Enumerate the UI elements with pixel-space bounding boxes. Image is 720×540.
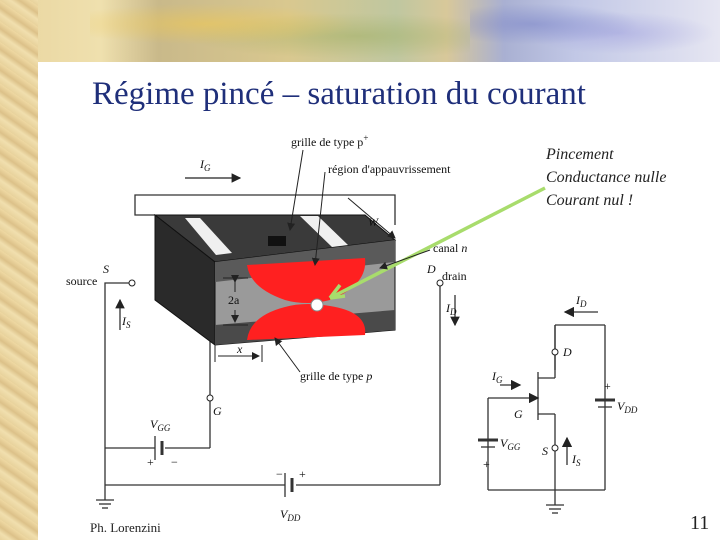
schematic-ground: [546, 504, 564, 514]
label-canal: canal n: [433, 241, 467, 255]
label-id: ID: [445, 301, 457, 317]
schematic-labels: D G S ID IG IS VGG VDD + +: [483, 293, 638, 471]
label-drain: drain: [442, 269, 467, 283]
label-g: G: [213, 404, 222, 418]
callout-arrow: [328, 186, 546, 300]
svg-text:IG: IG: [491, 369, 503, 385]
schematic-symbol: [487, 306, 606, 505]
label-vdd-plus: +: [299, 467, 306, 481]
note-line-courant: Courant nul !: [546, 192, 634, 209]
leader-lines: [274, 149, 431, 373]
svg-text:+: +: [483, 457, 490, 471]
label-vgg-plus: +: [147, 455, 154, 469]
note-line-pincement: Pincement: [546, 146, 614, 163]
dimension-2a: [223, 275, 248, 326]
schematic-battery-vgg: [478, 438, 498, 448]
current-arrows: [115, 173, 460, 330]
label-vdd: VDD: [280, 507, 301, 523]
battery-vgg: [154, 436, 164, 460]
battery-vdd: [284, 473, 294, 497]
svg-text:+: +: [604, 379, 611, 393]
label-vgg-minus: −: [171, 455, 178, 469]
svg-text:D: D: [562, 345, 572, 359]
label-vdd-minus: −: [276, 467, 283, 481]
decorative-left-band: [0, 0, 38, 540]
svg-text:S: S: [542, 444, 548, 458]
label-region: région d'appauvrissement: [328, 162, 451, 176]
schematic-terminals: [551, 348, 559, 452]
diagram-labels: grille de type p+ région d'appauvrisseme…: [66, 133, 467, 523]
label-is: IS: [121, 314, 131, 330]
terminals: [128, 279, 444, 402]
decorative-leaves: [90, 0, 470, 60]
slide-title: Régime pincé – saturation du courant: [92, 76, 586, 112]
label-ig: IG: [199, 157, 211, 173]
label-2a: 2a: [228, 293, 240, 307]
label-vgg: VGG: [150, 417, 171, 433]
svg-text:G: G: [514, 407, 523, 421]
decorative-flowers: [470, 0, 720, 60]
svg-text:ID: ID: [575, 293, 587, 309]
label-source: source: [66, 274, 97, 288]
dimension-x: [214, 345, 263, 362]
label-grille-p-plus: grille de type p+: [291, 133, 368, 149]
page-number: 11: [690, 512, 710, 534]
svg-text:VDD: VDD: [617, 399, 638, 415]
circuit-wires: [104, 194, 441, 500]
label-grille-p: grille de type p: [300, 369, 372, 383]
author-footer: Ph. Lorenzini: [90, 520, 161, 535]
note-line-conductance: Conductance nulle: [546, 169, 667, 186]
ground-symbol: [96, 499, 114, 509]
svg-text:IS: IS: [571, 452, 581, 468]
label-x: x: [236, 342, 243, 356]
pinch-note: Pincement Conductance nulle Courant nul …: [546, 143, 666, 212]
pinch-point: [310, 298, 324, 312]
label-w: W: [368, 215, 379, 229]
dimension-w: [347, 197, 396, 239]
label-d: D: [426, 262, 436, 276]
label-s: S: [103, 262, 109, 276]
svg-text:VGG: VGG: [500, 436, 521, 452]
schematic-battery-vdd: [595, 398, 615, 408]
